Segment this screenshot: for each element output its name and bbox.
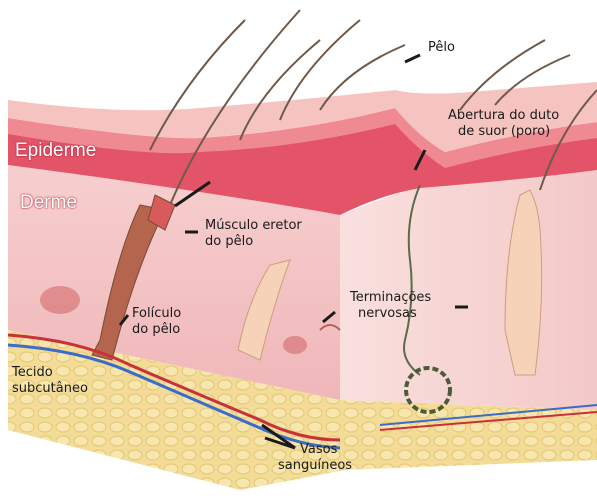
label-vasos-line2: sanguíneos [278, 458, 352, 474]
label-abertura-line1: Abertura do duto [448, 108, 559, 124]
label-foliculo-line2: do pêlo [132, 322, 181, 338]
label-vasos: Vasos sanguíneos [278, 442, 352, 474]
label-pelo: Pêlo [428, 40, 455, 56]
label-tecido-line1: Tecido [12, 365, 88, 381]
label-musculo: Músculo eretor do pêlo [205, 218, 302, 250]
label-derme: Derme [20, 192, 77, 214]
label-foliculo: Folículo do pêlo [132, 306, 181, 338]
label-terminacoes-line2: nervosas [358, 306, 431, 322]
dermis-feature-1 [40, 286, 80, 314]
dermis-feature-2 [283, 336, 307, 354]
label-abertura-line2: de suor (poro) [458, 124, 559, 140]
label-foliculo-line1: Folículo [132, 306, 181, 322]
label-tecido: Tecido subcutâneo [12, 365, 88, 397]
label-musculo-line2: do pêlo [205, 234, 302, 250]
label-musculo-line1: Músculo eretor [205, 218, 302, 234]
label-terminacoes-line1: Terminações [350, 290, 431, 306]
label-tecido-line2: subcutâneo [12, 381, 88, 397]
label-epiderme: Epiderme [15, 140, 96, 162]
label-vasos-line1: Vasos [300, 442, 352, 458]
label-terminacoes: Terminações nervosas [350, 290, 431, 322]
label-abertura: Abertura do duto de suor (poro) [448, 108, 559, 140]
